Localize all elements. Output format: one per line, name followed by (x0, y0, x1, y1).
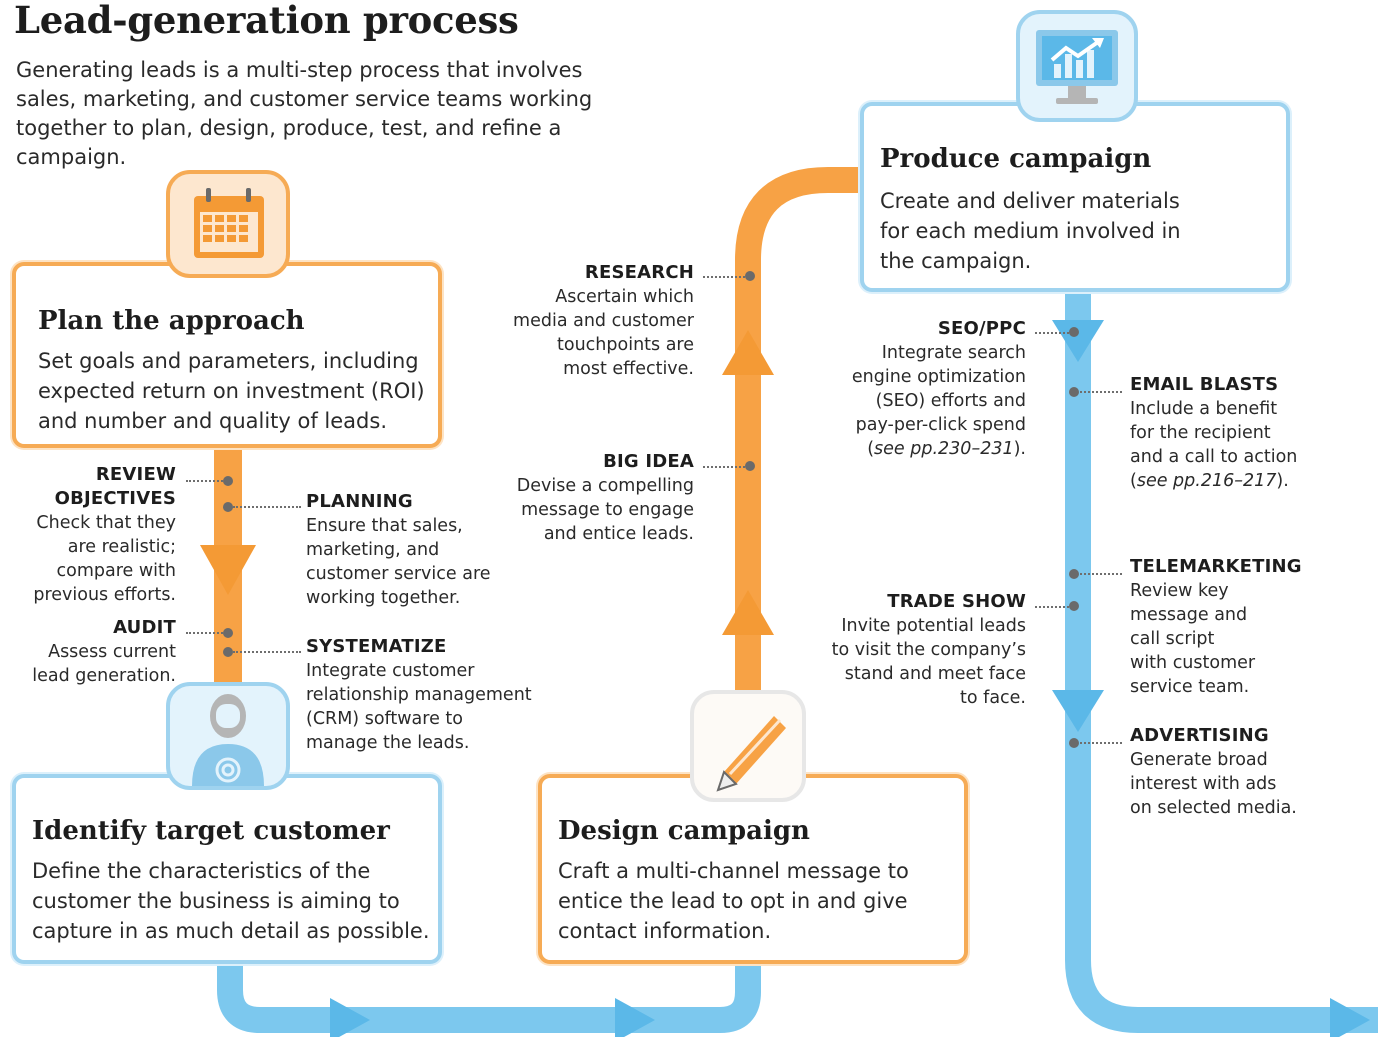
annotation-heading: SYSTEMATIZE (306, 636, 447, 657)
reference-pages: see pp.230–231 (874, 439, 1014, 459)
connector-dot (1069, 327, 1079, 337)
connector-line (233, 506, 301, 508)
annotation-seo-ppc: SEO/PPC Integrate search engine optimiza… (806, 317, 1026, 461)
annotation-body: Integrate customer relationship manageme… (306, 661, 532, 753)
connector-line (233, 651, 301, 653)
step-title: Design campaign (558, 816, 810, 846)
annotation-systematize: SYSTEMATIZE Integrate customer relations… (306, 635, 546, 755)
annotation-research: RESEARCH Ascertain which media and custo… (474, 261, 694, 381)
annotation-body: Review key message and call script with … (1130, 581, 1256, 697)
connector-dot (1069, 738, 1079, 748)
reference-suffix: ). (1276, 471, 1289, 491)
step-card-plan: Plan the approach Set goals and paramete… (12, 262, 442, 448)
step-card-design: Design campaign Craft a multi-channel me… (538, 774, 968, 964)
connector-line (1035, 606, 1069, 608)
calendar-icon (166, 170, 290, 278)
connector-dot (745, 461, 755, 471)
annotation-heading: BIG IDEA (603, 451, 694, 472)
pencil-icon (690, 690, 806, 802)
annotation-heading: TRADE SHOW (887, 591, 1026, 612)
connector-line (703, 276, 745, 278)
connector-dot (223, 628, 233, 638)
flow-arrow-down (200, 545, 256, 595)
connector-line (1080, 742, 1122, 744)
connector-line (1080, 573, 1122, 575)
connector-dot (223, 502, 233, 512)
connector-dot (1069, 601, 1079, 611)
connector-line (1035, 332, 1069, 334)
annotation-big-idea: BIG IDEA Devise a compelling message to … (474, 450, 694, 546)
annotation-review-objectives: REVIEW OBJECTIVES Check that they are re… (0, 463, 176, 607)
connector-dot (1069, 569, 1079, 579)
annotation-planning: PLANNING Ensure that sales, marketing, a… (306, 490, 546, 610)
monitor-chart-icon (1016, 10, 1138, 122)
annotation-trade-show: TRADE SHOW Invite potential leads to vis… (806, 590, 1026, 710)
step-title: Identify target customer (32, 816, 390, 846)
step-description: Set goals and parameters, including expe… (38, 349, 425, 433)
page-title: Lead-generation process (14, 0, 519, 42)
annotation-body: Ascertain which media and customer touch… (513, 287, 694, 379)
annotation-body: Include a benefit for the recipient and … (1130, 399, 1298, 467)
flow-arrow-down (1052, 690, 1104, 732)
flow-arrow-right (330, 998, 370, 1037)
connector-line (703, 466, 745, 468)
step-description: Craft a multi-channel message to entice … (558, 859, 909, 943)
step-card-identify: Identify target customer Define the char… (12, 774, 442, 964)
annotation-audit: AUDIT Assess current lead generation. (0, 616, 176, 688)
flow-arrow-up (722, 330, 774, 375)
flow-arrow-down (1052, 320, 1104, 362)
annotation-reference: (see pp.216–217). (1130, 469, 1350, 493)
connector-line (186, 632, 226, 634)
annotation-body: Check that they are realistic; compare w… (33, 513, 176, 605)
connector-dot (223, 476, 233, 486)
annotation-telemarketing: TELEMARKETING Review key message and cal… (1130, 555, 1350, 699)
step-title: Produce campaign (880, 144, 1152, 174)
reference-suffix: ). (1013, 439, 1026, 459)
flow-arrow-right (615, 998, 655, 1037)
annotation-body: Devise a compelling message to engage an… (516, 476, 694, 544)
customer-target-icon (166, 682, 290, 790)
annotation-body: Invite potential leads to visit the comp… (831, 616, 1026, 708)
connector-dot (223, 647, 233, 657)
flow-arrow-up (722, 590, 774, 635)
reference-prefix: ( (867, 439, 875, 459)
step-card-produce: Produce campaign Create and deliver mate… (860, 102, 1290, 292)
flow-arrow-right (1330, 998, 1370, 1037)
step-description: Create and deliver materials for each me… (880, 189, 1181, 273)
connector-dot (1069, 387, 1079, 397)
annotation-heading: ADVERTISING (1130, 725, 1269, 746)
annotation-body: Assess current lead generation. (32, 642, 176, 686)
annotation-heading: TELEMARKETING (1130, 556, 1302, 577)
annotation-body: Ensure that sales, marketing, and custom… (306, 516, 491, 608)
annotation-email-blasts: EMAIL BLASTS Include a benefit for the r… (1130, 373, 1350, 493)
annotation-heading: AUDIT (113, 617, 176, 638)
step-title: Plan the approach (38, 306, 305, 336)
annotation-reference: (see pp.230–231). (806, 437, 1026, 461)
annotation-heading: REVIEW OBJECTIVES (54, 464, 176, 509)
annotation-advertising: ADVERTISING Generate broad interest with… (1130, 724, 1350, 820)
reference-prefix: ( (1130, 471, 1137, 491)
reference-pages: see pp.216–217 (1136, 471, 1277, 491)
intro-text: Generating leads is a multi-step process… (16, 58, 593, 169)
step-description: Define the characteristics of the custom… (32, 859, 430, 943)
annotation-heading: SEO/PPC (937, 318, 1026, 339)
connector-dot (745, 271, 755, 281)
annotation-body: Generate broad interest with ads on sele… (1130, 750, 1297, 818)
annotation-heading: EMAIL BLASTS (1130, 374, 1279, 395)
annotation-heading: PLANNING (306, 491, 413, 512)
connector-line (186, 480, 226, 482)
annotation-body: Integrate search engine optimization (SE… (851, 343, 1026, 435)
connector-line (1080, 391, 1122, 393)
annotation-heading: RESEARCH (584, 262, 694, 283)
